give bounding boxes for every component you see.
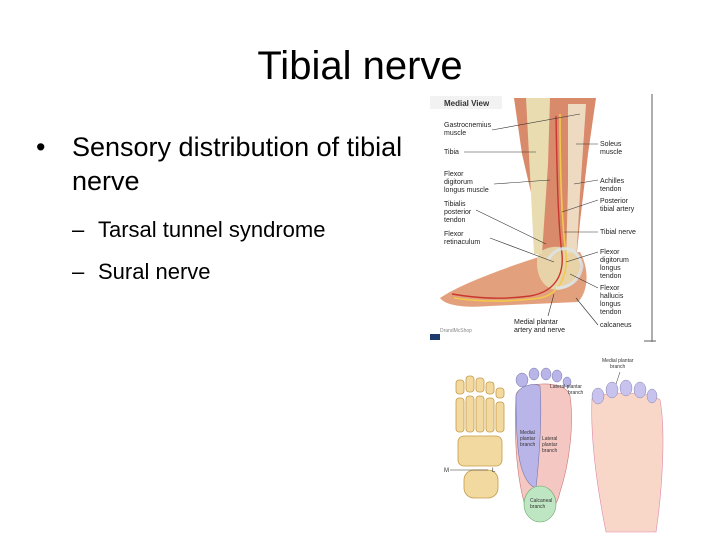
figure-watermark: DrandMcShop <box>440 328 472 334</box>
dash-marker: – <box>72 217 85 242</box>
label-tibia: Tibia <box>444 149 459 156</box>
bottom-leader-line <box>547 293 555 317</box>
left-leader-lines <box>464 113 581 263</box>
bullet-dot: • <box>36 132 46 162</box>
tibial-nerve-path <box>453 113 568 302</box>
calcaneal-region <box>523 485 557 523</box>
sole-map <box>514 367 572 523</box>
slide-title: Tibial nerve <box>257 44 463 88</box>
right-leader-lines <box>561 143 599 326</box>
heading-band <box>430 96 502 109</box>
sub-bullet-item: – Tarsal tunnel syndrome <box>72 216 406 244</box>
axis-m-label: M <box>444 468 449 474</box>
label-tibial-nerve: Tibial nerve <box>600 229 636 236</box>
dorsal-foot <box>591 371 664 533</box>
foot-skeleton <box>455 375 505 499</box>
dorsal-foot-shape <box>591 392 664 533</box>
bullet-item: • Sensory distribution of tibial nerve <box>36 130 406 198</box>
sub-bullet-item: – Sural nerve <box>72 258 406 286</box>
dorsal-leader-line <box>615 371 621 385</box>
label-calcaneus: calcaneus <box>600 322 632 329</box>
sub-bullet-text: Tarsal tunnel syndrome <box>98 217 326 242</box>
axis-l-label: L <box>492 468 496 474</box>
tibia-shape <box>526 98 550 254</box>
figure-corner-mark <box>430 334 440 340</box>
bullet-text: Sensory distribution of tibial nerve <box>72 132 403 196</box>
toe-group <box>515 367 572 388</box>
sub-bullet-text: Sural nerve <box>98 259 211 284</box>
bullet-list: • Sensory distribution of tibial nerve –… <box>36 130 406 300</box>
dorsal-toe-group <box>591 379 658 405</box>
dash-marker: – <box>72 259 85 284</box>
medial-view-heading: Medial View <box>444 99 490 108</box>
medial-plantar-region <box>515 384 542 489</box>
sub-bullet-list: – Tarsal tunnel syndrome – Sural nerve <box>36 216 406 286</box>
retinaculum-band <box>546 247 584 290</box>
tibial-artery-path <box>451 115 563 299</box>
